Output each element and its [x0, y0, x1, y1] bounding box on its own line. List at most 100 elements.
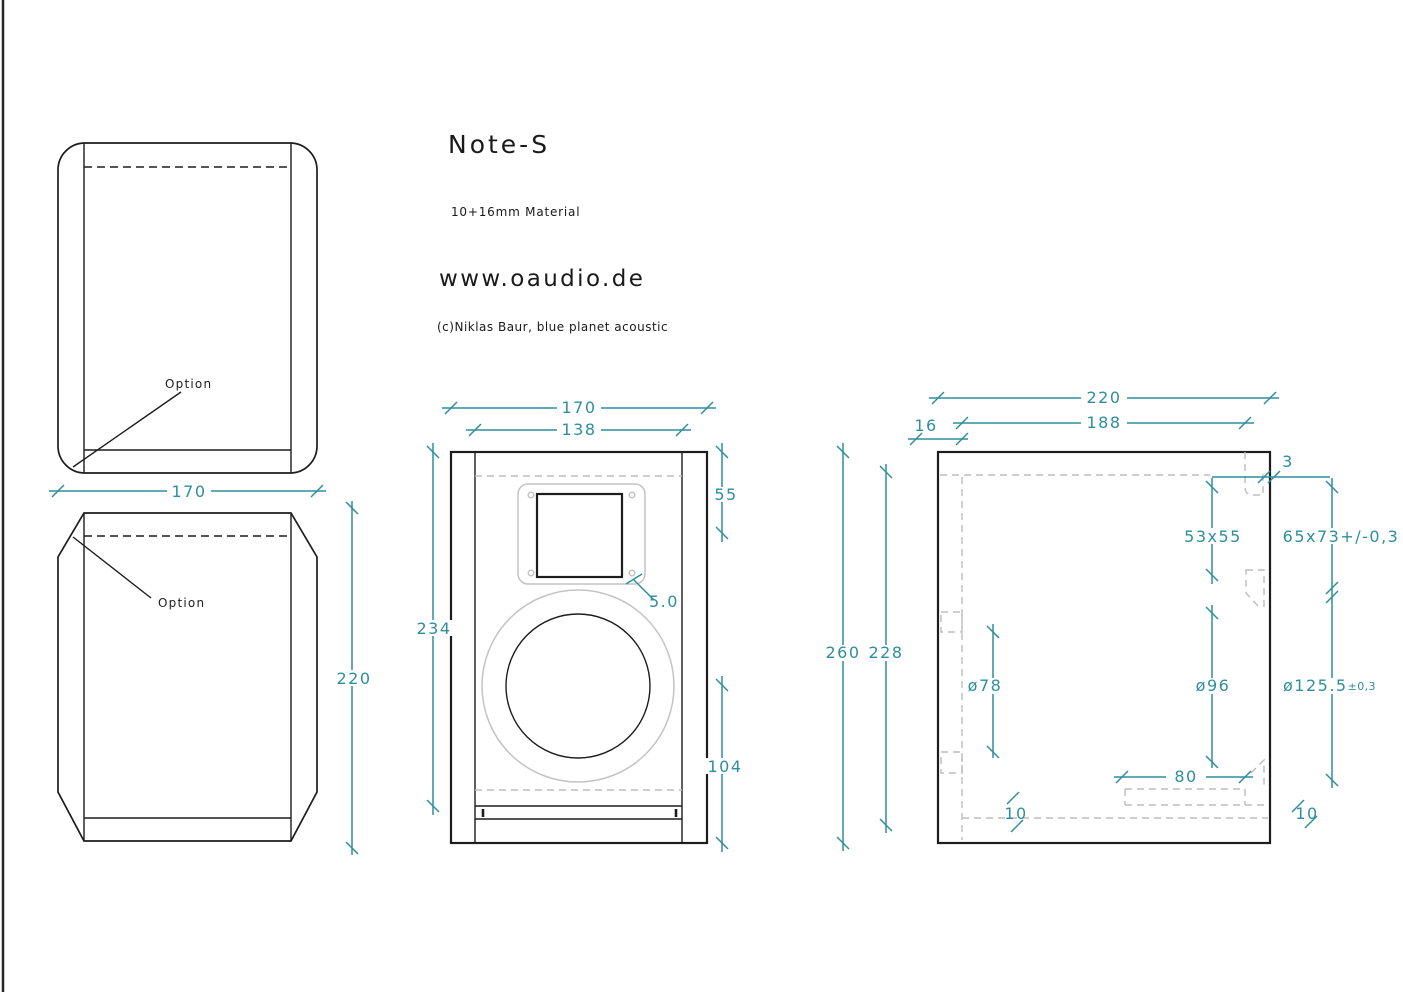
dim-text: 228 [868, 643, 903, 662]
dim-height-220: 220 [332, 501, 376, 855]
tick [1304, 815, 1318, 829]
tick [345, 501, 359, 515]
website-text: www.oaudio.de [439, 266, 646, 292]
tick [1010, 819, 1024, 833]
option-label: Option [158, 596, 205, 610]
dim-text: ø96 [1196, 676, 1231, 695]
hidden-bracket-dashed [940, 751, 963, 774]
dim-text: 10 [1295, 804, 1318, 823]
dim-hole-78: ø78 [964, 624, 1006, 759]
dim-text: 138 [561, 420, 596, 439]
dim-wall-16: 16 [908, 416, 969, 446]
tick [1238, 416, 1252, 430]
dim-text: 53x55 [1184, 527, 1242, 546]
screw-hole [628, 569, 636, 577]
dim-thickness-back-10: 10 [1291, 799, 1318, 829]
credit-text: (c)Niklas Baur, blue planet acoustic [437, 320, 669, 334]
tweeter-cutout [535, 492, 624, 579]
dim-width-170: 170 [442, 398, 716, 417]
tick [715, 678, 729, 692]
tick [51, 484, 65, 498]
dim-tweeter-cutout-53x55: 53x55 [1183, 478, 1242, 584]
hidden-corner-brace-dashed [1250, 758, 1265, 786]
dim-height-234: 234 [412, 443, 456, 815]
dim-height-260: 260 [820, 443, 866, 851]
cabinet-section-outline [936, 450, 1272, 845]
screw-hole [527, 569, 535, 577]
dim-text: 104 [707, 757, 742, 776]
tick [426, 445, 440, 459]
tick [986, 745, 1000, 759]
dim-hole-96: ø96 [1191, 605, 1235, 769]
tick [715, 836, 729, 850]
dim-rebate-3: 3 [1212, 452, 1330, 484]
tick [909, 432, 923, 446]
dim-text: 220 [1086, 388, 1121, 407]
hidden-bracket-dashed [940, 611, 963, 633]
tick [1325, 480, 1339, 494]
option-label: Option [165, 377, 212, 391]
break-tick [1325, 590, 1339, 604]
tick [345, 841, 359, 855]
dim-roundover-5.0: 5.0 [625, 573, 679, 611]
screw-hole [628, 491, 636, 499]
front-view: 170 138 234 55 104 [412, 398, 747, 852]
dim-text: 10 [1004, 804, 1027, 823]
tick [1006, 791, 1020, 805]
tick [715, 445, 729, 459]
material-note: 10+16mm Material [451, 205, 581, 219]
tick [715, 526, 729, 540]
tick [700, 401, 714, 415]
tick [426, 799, 440, 813]
baffle-outline [449, 450, 709, 845]
tick [310, 484, 324, 498]
dim-woofer-bottom-104: 104 [703, 676, 747, 852]
cabinet-outline-chamfered [57, 512, 318, 842]
tick [1263, 391, 1277, 405]
dim-text: 170 [171, 482, 206, 501]
tick [1238, 770, 1252, 784]
drawing-title: Note-S [448, 130, 551, 159]
dim-text: 65x73+/-0,3 [1283, 527, 1400, 546]
dim-text: 5.0 [649, 592, 679, 611]
top-view-chamfered: Option 220 [57, 501, 376, 855]
dim-text: 55 [714, 485, 737, 504]
tick [955, 432, 969, 446]
dim-tweeter-top-55: 55 [711, 443, 742, 542]
dim-text: ø125.5±0,3 [1283, 676, 1376, 695]
dim-text: 220 [336, 669, 371, 688]
tick [836, 836, 850, 850]
dim-recess-125.5: ø125.5±0,3 [1280, 676, 1398, 695]
dim-text: 3 [1282, 452, 1294, 471]
dim-text: 80 [1174, 767, 1197, 786]
tick [1205, 480, 1219, 494]
dim-thickness-bottom-10: 10 [1004, 791, 1027, 833]
tick [625, 573, 643, 585]
dim-text: 188 [1086, 413, 1121, 432]
dim-baffle-width-138: 138 [466, 420, 691, 439]
tweeter-faceplate [517, 483, 646, 585]
tick [1205, 755, 1219, 769]
hidden-corner-bracket-dashed [1244, 452, 1264, 496]
tick [1291, 799, 1305, 813]
tick [879, 465, 893, 479]
dim-inner-height-228: 228 [863, 464, 909, 833]
break-tick [1325, 581, 1339, 595]
tick [1325, 773, 1339, 787]
cabinet-outline-rounded [57, 142, 318, 474]
tick [1205, 568, 1219, 582]
tick [1205, 606, 1219, 620]
side-view: 220 188 16 3 53x55 [820, 388, 1400, 851]
tick [1267, 470, 1281, 484]
option-leader-line [72, 391, 182, 468]
dim-text: 234 [416, 619, 451, 638]
woofer-recess-circle [481, 589, 675, 783]
dim-text: ø78 [968, 676, 1003, 695]
dim-depth-220: 220 [929, 388, 1279, 407]
tick [955, 416, 969, 430]
hidden-corner-block-dashed [1245, 569, 1265, 607]
dim-text: 170 [561, 398, 596, 417]
dim-width-170: 170 [49, 482, 326, 501]
tick [675, 423, 689, 437]
